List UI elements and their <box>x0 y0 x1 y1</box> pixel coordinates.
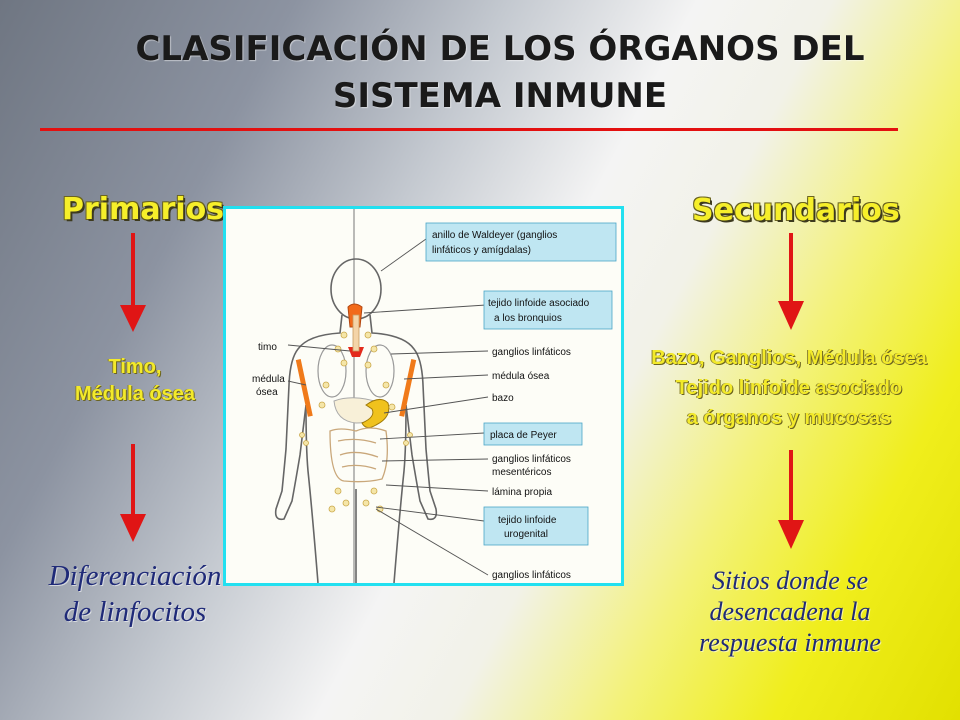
label-ganglios-2: ganglios linfáticos <box>492 570 571 581</box>
label-medula-1: médula <box>252 374 285 385</box>
figure-labels: timo médula ósea anillo de Waldeyer (gan… <box>252 230 590 581</box>
label-bronquios-2: a los bronquios <box>494 313 562 324</box>
intestine-icon <box>329 427 388 483</box>
secondary-organs-list: Bazo, Ganglios, Médula ósea Tejido linfo… <box>618 343 960 433</box>
label-box-bronquios <box>483 290 613 330</box>
thymus-icon <box>348 347 364 357</box>
label-urogenital-1: tejido linfoide <box>498 515 557 526</box>
slide-title: CLASIFICACIÓN DE LOS ÓRGANOS DEL SISTEMA… <box>0 26 960 120</box>
label-box-urogenital <box>483 506 589 546</box>
label-peyer: placa de Peyer <box>490 430 557 441</box>
primary-down-arrow-1 <box>120 233 146 332</box>
secondary-function-line-1: Sitios donde se <box>712 566 868 595</box>
label-medula: médula ósea <box>492 371 550 382</box>
secondary-function-text: Sitios donde se desencadena la respuesta… <box>640 565 940 658</box>
label-lamina: lámina propia <box>492 487 552 498</box>
label-boxes <box>425 222 617 546</box>
label-waldeyer-2: linfáticos y amígdalas) <box>432 245 531 256</box>
secondary-down-arrow-1 <box>778 233 804 330</box>
pointer-lines <box>287 238 489 576</box>
primary-function-line-2: de linfocitos <box>63 596 207 628</box>
slide-title-line-2: SISTEMA INMUNE <box>332 76 668 116</box>
primary-function-text: Diferenciación de linfocitos <box>20 558 250 630</box>
secondary-organ-line-1: Bazo, Ganglios, Médula ósea <box>651 347 927 369</box>
primary-heading: Primarios <box>62 192 225 227</box>
label-timo: timo <box>258 342 277 353</box>
bone-marrow-arm-left-icon <box>295 359 313 417</box>
label-waldeyer-1: anillo de Waldeyer (ganglios <box>432 230 557 241</box>
primary-organ-bone-marrow: Médula ósea <box>74 383 196 405</box>
secondary-organ-line-2: Tejido linfoide asociado <box>675 377 903 399</box>
label-bazo: bazo <box>492 393 514 404</box>
body-diagram: timo médula ósea anillo de Waldeyer (gan… <box>252 209 617 583</box>
secondary-heading: Secundarios <box>692 193 900 228</box>
secondary-organ-line-3: a órganos y mucosas <box>686 407 892 429</box>
label-mesentericos-2: mesentéricos <box>492 467 551 478</box>
label-ganglios-1: ganglios linfáticos <box>492 347 571 358</box>
organs <box>295 303 417 483</box>
label-mesentericos-1: ganglios linfáticos <box>492 454 571 465</box>
primary-function-line-1: Diferenciación <box>48 560 222 592</box>
secondary-down-arrow-2 <box>778 450 804 549</box>
title-underline <box>40 128 898 131</box>
lymph-nodes <box>299 331 413 513</box>
label-box-waldeyer <box>425 222 617 262</box>
lung-right-icon <box>365 344 395 398</box>
label-bronquios-1: tejido linfoide asociado <box>488 298 590 309</box>
secondary-function-line-3: respuesta inmune <box>699 628 881 657</box>
primary-organs-list: Timo, Médula ósea <box>30 354 240 408</box>
secondary-function-line-2: desencadena la <box>709 597 871 626</box>
primary-organ-thymus: Timo, <box>108 356 162 378</box>
label-medula-2: ósea <box>256 387 278 398</box>
label-urogenital-2: urogenital <box>504 529 548 540</box>
slide-title-line-1: CLASIFICACIÓN DE LOS ÓRGANOS DEL <box>135 29 865 69</box>
bone-marrow-arm-right-icon <box>399 359 417 417</box>
lung-left-icon <box>317 344 347 398</box>
label-box-peyer <box>483 422 583 446</box>
spleen-icon <box>361 399 390 429</box>
primary-down-arrow-2 <box>120 444 146 542</box>
immune-organs-figure: timo médula ósea anillo de Waldeyer (gan… <box>223 206 624 586</box>
